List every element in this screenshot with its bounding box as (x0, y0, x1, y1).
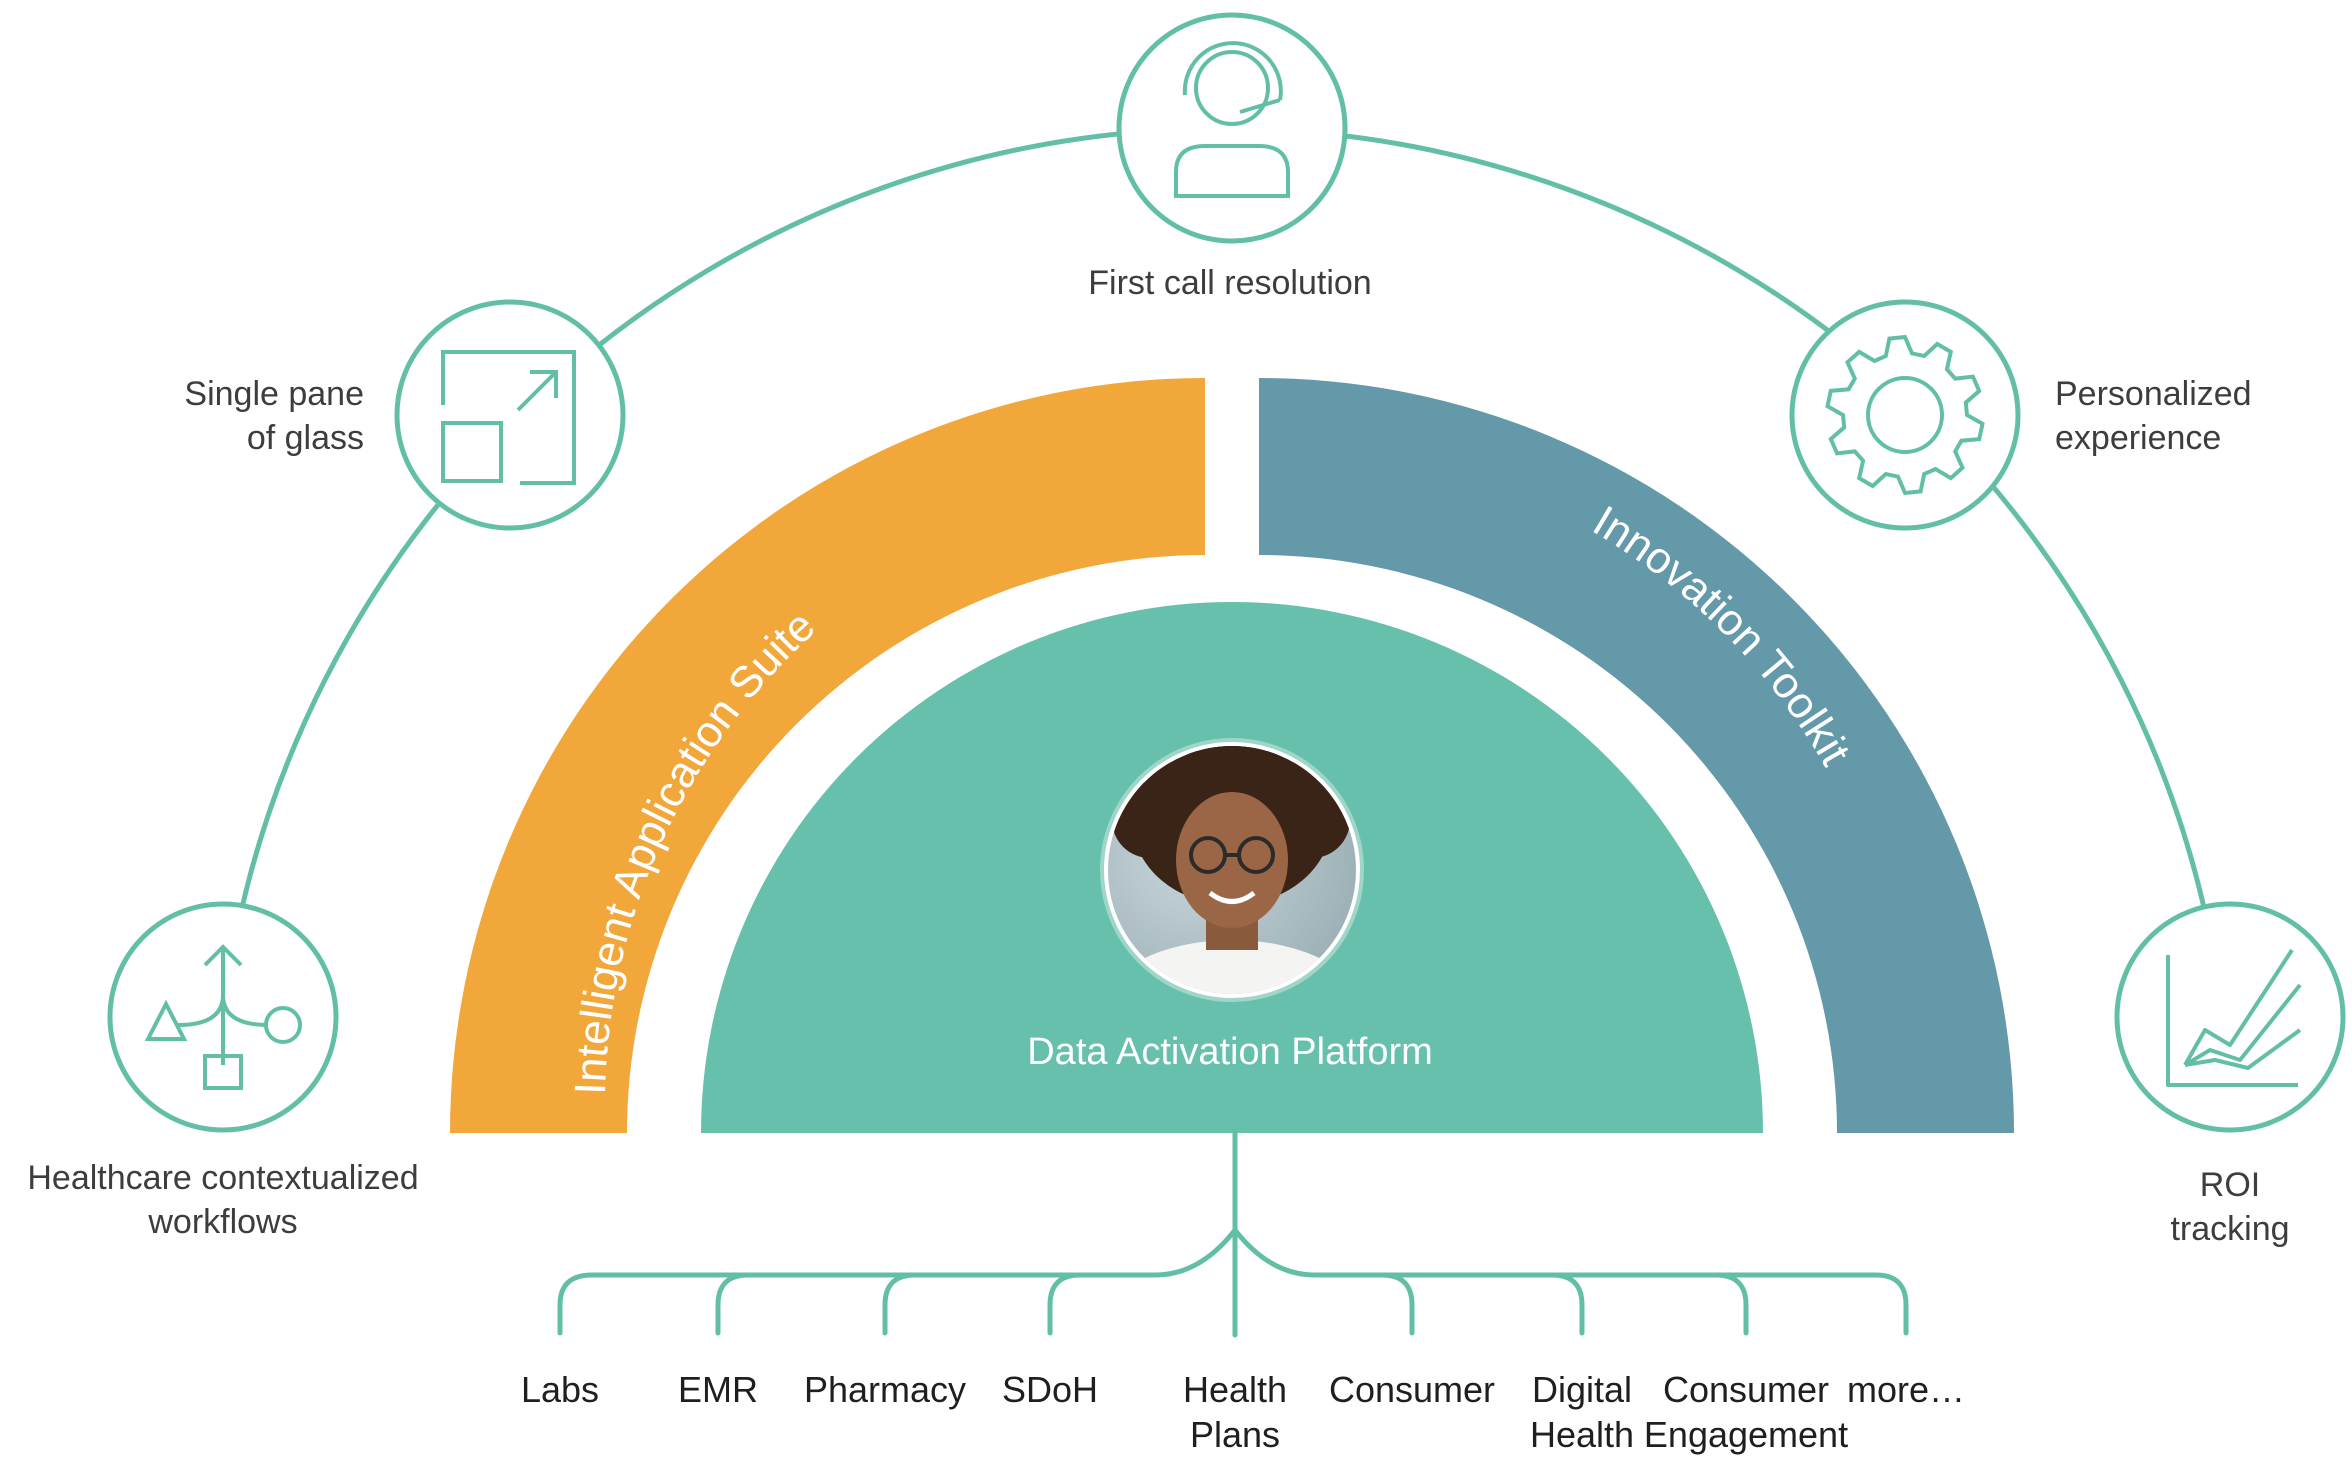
personalized-label: Personalized experience (2055, 372, 2252, 460)
data-source-branch (882, 1272, 918, 1336)
first-call-label: First call resolution (1088, 261, 1371, 305)
data-source-line1: Digital (1531, 1369, 1633, 1410)
line-chart-icon-badge (2114, 901, 2346, 1133)
data-source-item: EMR (678, 1367, 758, 1412)
data-source-line1: Consumer (1662, 1369, 1830, 1410)
data-source-branch (1713, 1272, 1749, 1336)
expand-icon-badge (394, 299, 626, 531)
workflow-icon (144, 944, 302, 1090)
data-source-line2: Engagement (1643, 1414, 1849, 1455)
roi-label: ROI tracking (2170, 1163, 2289, 1251)
data-source-item: Consumer (1329, 1367, 1495, 1412)
innovation-toolkit-band (1259, 378, 2014, 1133)
data-source-line1: Health (1182, 1369, 1288, 1410)
data-source-branch (715, 1272, 751, 1336)
first-call-label-line1: First call resolution (1088, 264, 1372, 302)
workflows-label-line1: Healthcare contextualized (27, 1159, 419, 1197)
workflow-icon-badge (107, 901, 339, 1133)
single-pane-label-line1: Single pane (184, 375, 364, 413)
roi-label-line2: tracking (2170, 1210, 2290, 1248)
single-pane-label: Single pane of glass (184, 372, 364, 460)
data-source-line1: Labs (520, 1369, 600, 1410)
roi-label-line1: ROI (2199, 1166, 2261, 1204)
gear-icon (1825, 334, 1985, 496)
agent-headset-icon (1174, 41, 1290, 198)
gear-icon-badge (1789, 299, 2021, 531)
expand-icon (441, 350, 576, 485)
data-source-line1: EMR (678, 1369, 758, 1410)
data-source-item: Pharmacy (804, 1367, 966, 1412)
intelligent-application-suite-band (450, 378, 1205, 1133)
platform-label: Data Activation Platform (1027, 1031, 1433, 1073)
data-source-line2: Plans (1189, 1414, 1281, 1455)
data-source-branch (1379, 1272, 1415, 1336)
data-source-line1: SDoH (1001, 1369, 1099, 1410)
data-source-line2: Health (1529, 1414, 1635, 1455)
data-source-line1: Pharmacy (803, 1369, 967, 1410)
workflows-label-line2: workflows (148, 1203, 298, 1241)
person-avatar (1100, 738, 1364, 1002)
data-source-line1: Consumer (1328, 1369, 1496, 1410)
personalized-label-line2: experience (2055, 419, 2222, 457)
data-sources-tree (557, 1130, 1909, 1338)
data-source-item: SDoH (1002, 1367, 1098, 1412)
data-source-item: Labs (521, 1367, 599, 1412)
single-pane-label-line2: of glass (246, 419, 364, 457)
data-source-branch (1047, 1272, 1083, 1336)
line-chart-icon (2166, 948, 2302, 1087)
data-source-line1: more… (1846, 1369, 1966, 1410)
agent-headset-icon-badge (1116, 12, 1348, 244)
workflows-label: Healthcare contextualized workflows (27, 1156, 418, 1244)
personalized-label-line1: Personalized (2055, 375, 2252, 413)
data-source-item: more… (1847, 1367, 1965, 1412)
data-source-branch (1549, 1272, 1585, 1336)
